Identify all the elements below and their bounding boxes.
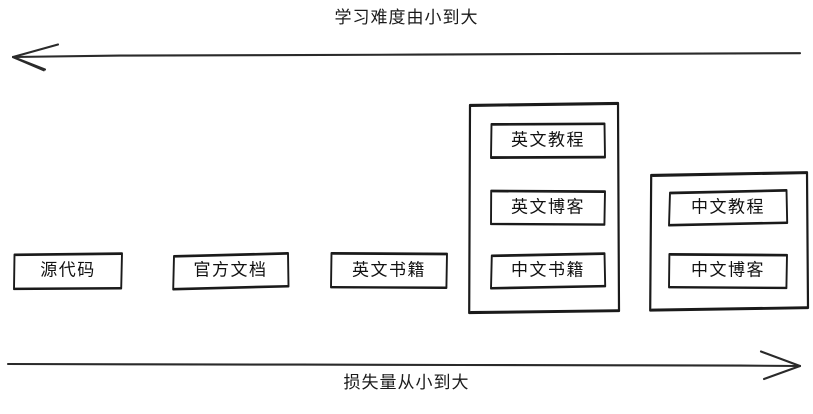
bottom-axis-label: 损失量从小到大 xyxy=(343,373,470,393)
item-box-chinese-tutorial[interactable]: 中文教程 xyxy=(668,189,789,227)
group-box-chinese[interactable]: 中文教程 中文博客 xyxy=(649,171,810,312)
sketch-border xyxy=(13,252,123,291)
item-label: 源代码 xyxy=(40,260,96,281)
top-axis-label: 学习难度由小到大 xyxy=(334,8,479,28)
sketch-border xyxy=(490,189,606,226)
item-box-english-tutorial[interactable]: 英文教程 xyxy=(490,122,606,159)
sketch-border xyxy=(330,252,448,289)
item-box-chinese-blog[interactable]: 中文博客 xyxy=(668,252,788,290)
sketch-border xyxy=(668,189,789,227)
item-label: 英文书籍 xyxy=(352,260,426,280)
item-label: 官方文档 xyxy=(193,260,268,281)
item-box-source-code[interactable]: 源代码 xyxy=(13,252,123,291)
sketch-border xyxy=(668,253,788,290)
item-box-english-books[interactable]: 英文书籍 xyxy=(330,251,448,290)
item-box-english-blog[interactable]: 英文博客 xyxy=(490,189,606,226)
item-label: 中文博客 xyxy=(691,260,765,281)
group-box-english[interactable]: 英文教程 英文博客 中文书籍 xyxy=(468,101,621,315)
item-box-official-docs[interactable]: 官方文档 xyxy=(172,252,290,291)
item-box-chinese-books[interactable]: 中文书籍 xyxy=(490,252,607,290)
sketch-border xyxy=(172,252,290,291)
item-label: 中文教程 xyxy=(691,197,765,217)
sketch-border xyxy=(490,122,606,159)
sketch-border xyxy=(490,252,607,290)
item-label: 英文博客 xyxy=(511,197,585,217)
item-label: 中文书籍 xyxy=(511,260,585,281)
item-label: 英文教程 xyxy=(511,130,585,150)
